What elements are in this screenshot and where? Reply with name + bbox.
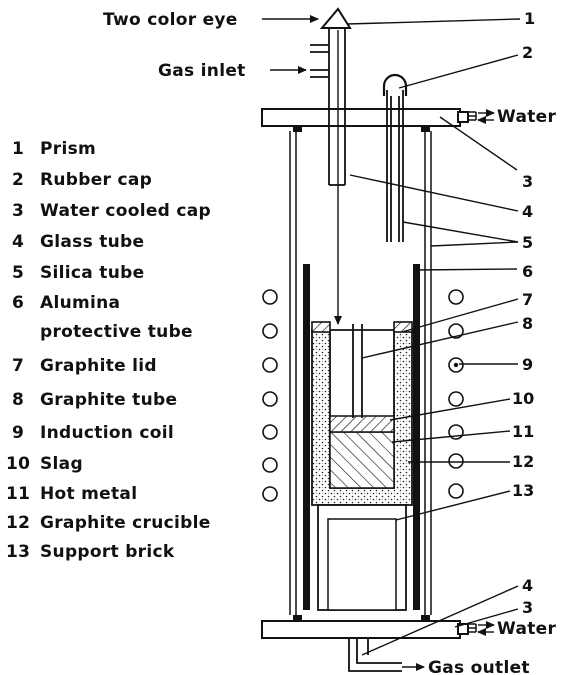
prism [319,7,352,29]
graphite-tube [352,324,363,418]
legend-num-4: 4 [12,232,24,252]
callout-3-bottom: 3 [522,598,533,617]
legend-text-7: Graphite lid [40,356,157,376]
callout-8: 8 [522,314,533,333]
water-arrows-top [477,109,495,124]
hot-metal [329,431,395,489]
legend-num-7: 7 [12,356,24,376]
legend-text-6: Alumina [40,293,120,313]
legend-text-13: Support brick [40,542,175,562]
water-arrows-bottom [477,621,495,636]
rubber-cap [382,73,408,96]
legend-num-2: 2 [12,170,24,190]
callout-11: 11 [512,422,534,441]
leader-lines [346,18,521,656]
legend-text-2: Rubber cap [40,170,152,190]
label-gas-inlet: Gas inlet [158,61,246,81]
callout-4-bottom: 4 [522,576,533,595]
legend-num-8: 8 [12,390,24,410]
callout-13: 13 [512,481,534,500]
side-glass-tube [386,90,404,242]
legend-text-9: Induction coil [40,423,174,443]
bottom-cap-clamps [293,615,430,621]
top-cap-water-connectors [468,111,477,121]
legend-text-11: Hot metal [40,484,137,504]
callout-1: 1 [524,9,535,28]
alumina-protective-tube [303,264,420,610]
legend-num-11: 11 [6,484,30,504]
callout-5: 5 [522,233,533,252]
bottom-cap-water-connectors [468,623,477,633]
callout-2: 2 [522,43,533,62]
legend-num-10: 10 [6,454,30,474]
label-water-top: Water [497,107,556,127]
legend-num-3: 3 [12,201,24,221]
legend-text-5: Silica tube [40,263,144,283]
silica-tube [289,131,432,615]
legend-text-6b: protective tube [40,322,193,342]
label-water-bottom: Water [497,619,556,639]
callout-9: 9 [522,355,533,374]
legend-num-13: 13 [6,542,30,562]
apparatus-drawing [261,7,521,672]
callout-3: 3 [522,172,533,191]
support-brick-inner [327,518,397,611]
callout-4: 4 [522,202,533,221]
legend-num-6: 6 [12,293,24,313]
graphite-lid-left [311,321,331,333]
legend-num-5: 5 [12,263,24,283]
legend-text-8: Graphite tube [40,390,177,410]
induction-coil-center-dot [453,362,459,368]
legend: 1 Prism 2 Rubber cap 3 Water cooled cap … [6,139,211,562]
callout-10: 10 [512,389,534,408]
callout-12: 12 [512,452,534,471]
label-gas-outlet: Gas outlet [428,658,530,675]
gas-inlet-glass-tube [310,28,346,186]
legend-text-1: Prism [40,139,96,159]
top-cap-water-fitting [457,111,469,123]
top-cap-clamps [293,126,430,132]
bottom-water-cooled-cap [261,620,461,639]
top-water-cooled-cap [261,108,461,127]
slag [329,415,395,433]
label-two-color-eye: Two color eye [103,10,238,30]
legend-num-9: 9 [12,423,24,443]
callout-6: 6 [522,262,533,281]
callout-7: 7 [522,290,533,309]
induction-coil [262,289,464,502]
legend-text-10: Slag [40,454,83,474]
legend-num-1: 1 [12,139,24,159]
legend-text-3: Water cooled cap [40,201,211,221]
legend-text-4: Glass tube [40,232,144,252]
callout-numbers: 1 2 3 4 5 6 7 8 9 10 11 12 13 4 3 [512,9,535,617]
legend-num-12: 12 [6,513,30,533]
legend-text-12: Graphite crucible [40,513,211,533]
gas-outlet-tube [348,638,402,672]
